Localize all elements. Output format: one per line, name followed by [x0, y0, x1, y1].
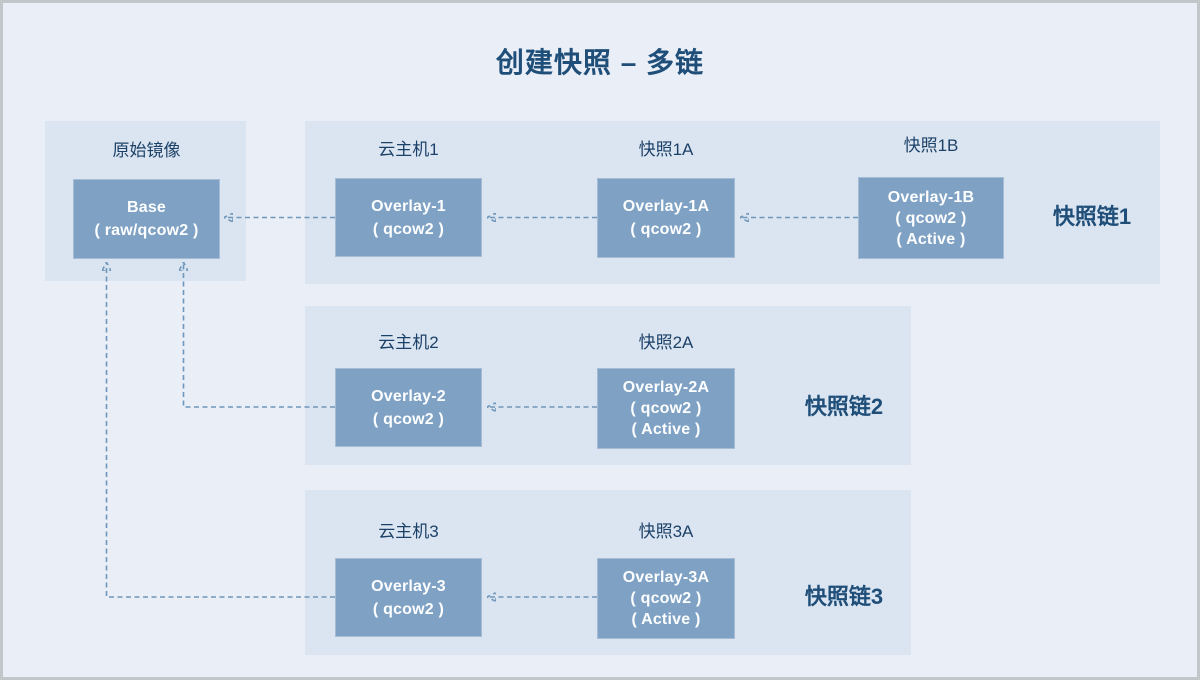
disk-state: ( Active ) [896, 230, 966, 248]
chain1-node3-label: 快照1B [903, 136, 959, 155]
chain1-node1-label: 云主机1 [378, 140, 439, 159]
disk-state: ( Active ) [631, 611, 701, 628]
chain3-node2-label: 快照3A [638, 522, 694, 541]
base-image-label: 原始镜像 [112, 141, 181, 160]
base-disk-name: Base [126, 199, 167, 216]
disk-name: Overlay-1B [887, 188, 975, 206]
disk-format: ( qcow2 ) [372, 410, 445, 428]
disk-name: Overlay-2 [371, 387, 446, 405]
disk-format: ( qcow2 ) [372, 600, 445, 618]
page-title: 创建快照 – 多链 [495, 47, 705, 78]
disk-name: Overlay-1 [371, 197, 446, 215]
disk-name: Overlay-2A [622, 379, 710, 396]
chain3-node1-label: 云主机3 [378, 522, 439, 541]
arrow-overlay3-to-base [107, 262, 335, 598]
disk-state: ( Active ) [631, 421, 701, 438]
disk-format: ( qcow2 ) [630, 590, 702, 607]
chain2-title: 快照链2 [804, 394, 884, 419]
disk-format: ( qcow2 ) [895, 209, 967, 227]
chain1-overlay1-box: Overlay-1 ( qcow2 ) [335, 178, 482, 257]
chain1-node2-label: 快照1A [638, 140, 694, 159]
base-disk-box: Base ( raw/qcow2 ) [73, 179, 220, 259]
disk-format: ( qcow2 ) [630, 400, 702, 417]
chain3-overlay3-box: Overlay-3 ( qcow2 ) [335, 558, 482, 637]
chain3-overlay3a-box: Overlay-3A ( qcow2 ) ( Active ) [597, 558, 735, 639]
chain1-overlay1b-box: Overlay-1B ( qcow2 ) ( Active ) [858, 177, 1004, 259]
chain2-overlay2-box: Overlay-2 ( qcow2 ) [335, 368, 482, 447]
disk-format: ( qcow2 ) [372, 220, 445, 238]
chain2-node1-label: 云主机2 [378, 333, 439, 352]
chain2-overlay2a-box: Overlay-2A ( qcow2 ) ( Active ) [597, 368, 735, 449]
chain1-overlay1a-box: Overlay-1A ( qcow2 ) [597, 178, 735, 258]
disk-name: Overlay-3 [371, 577, 446, 595]
disk-format: ( qcow2 ) [630, 221, 702, 238]
chain3-title: 快照链3 [804, 584, 884, 609]
chain1-title: 快照链1 [1052, 204, 1132, 229]
disk-name: Overlay-1A [622, 198, 710, 215]
disk-name: Overlay-3A [622, 569, 710, 586]
chain2-node2-label: 快照2A [638, 333, 694, 352]
base-disk-format: ( raw/qcow2 ) [94, 222, 199, 239]
